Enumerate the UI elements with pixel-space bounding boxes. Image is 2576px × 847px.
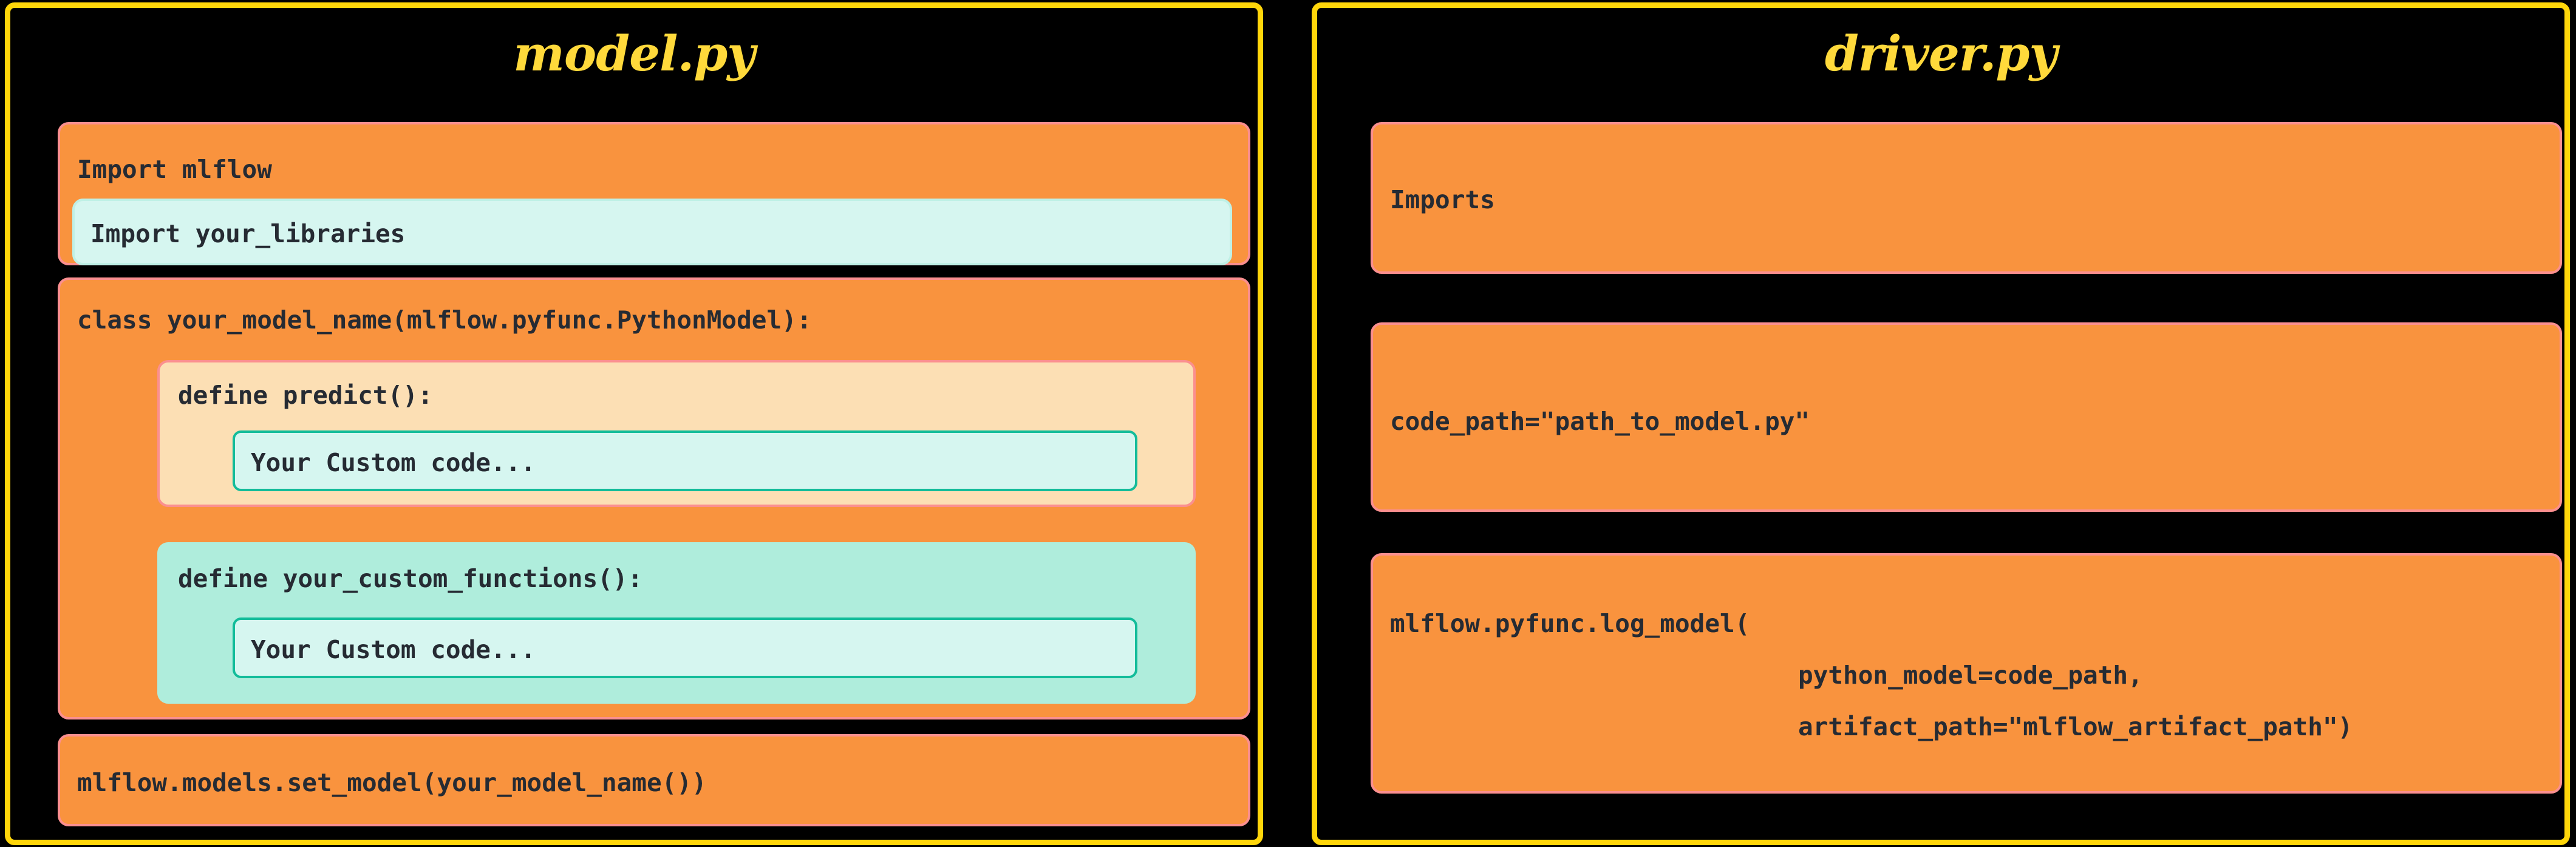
code-custom-functions-custom-code: Your Custom code... <box>251 635 536 664</box>
panel-driver-py: driver.py Imports code_path="path_to_mod… <box>1312 2 2570 845</box>
block-log-model: mlflow.pyfunc.log_model( python_model=co… <box>1371 553 2562 794</box>
panel-title-driver-py: driver.py <box>1825 25 2057 82</box>
block-define-custom-functions: define your_custom_functions(): Your Cus… <box>157 542 1196 704</box>
code-log-model-call: mlflow.pyfunc.log_model( <box>1390 609 1750 638</box>
block-imports-model: Import mlflow Import your_libraries <box>58 122 1250 265</box>
block-predict-custom-code: Your Custom code... <box>233 430 1137 491</box>
code-predict-custom-code: Your Custom code... <box>251 448 536 477</box>
code-import-mlflow: Import mlflow <box>77 155 272 184</box>
code-define-predict: define predict(): <box>178 381 433 410</box>
block-imports-driver: Imports <box>1371 122 2562 274</box>
block-class-definition: class your_model_name(mlflow.pyfunc.Pyth… <box>58 277 1250 719</box>
block-code-path: code_path="path_to_model.py" <box>1371 322 2562 512</box>
code-class-signature: class your_model_name(mlflow.pyfunc.Pyth… <box>77 305 812 335</box>
code-import-your-libraries: Import your_libraries <box>90 219 406 248</box>
block-define-predict: define predict(): Your Custom code... <box>157 360 1196 507</box>
code-code-path: code_path="path_to_model.py" <box>1390 407 1810 436</box>
code-log-model-artifact-path-arg: artifact_path="mlflow_artifact_path") <box>1798 712 2353 741</box>
code-imports: Imports <box>1390 185 1495 214</box>
block-set-model: mlflow.models.set_model(your_model_name(… <box>58 734 1250 826</box>
block-custom-functions-custom-code: Your Custom code... <box>233 617 1137 678</box>
panel-model-py: model.py Import mlflow Import your_libra… <box>5 2 1263 845</box>
block-import-your-libraries: Import your_libraries <box>72 199 1232 265</box>
code-log-model-python-model-arg: python_model=code_path, <box>1798 661 2143 690</box>
panel-title-model-py: model.py <box>513 25 755 82</box>
code-set-model: mlflow.models.set_model(your_model_name(… <box>77 768 707 797</box>
code-define-custom-functions: define your_custom_functions(): <box>178 564 643 593</box>
